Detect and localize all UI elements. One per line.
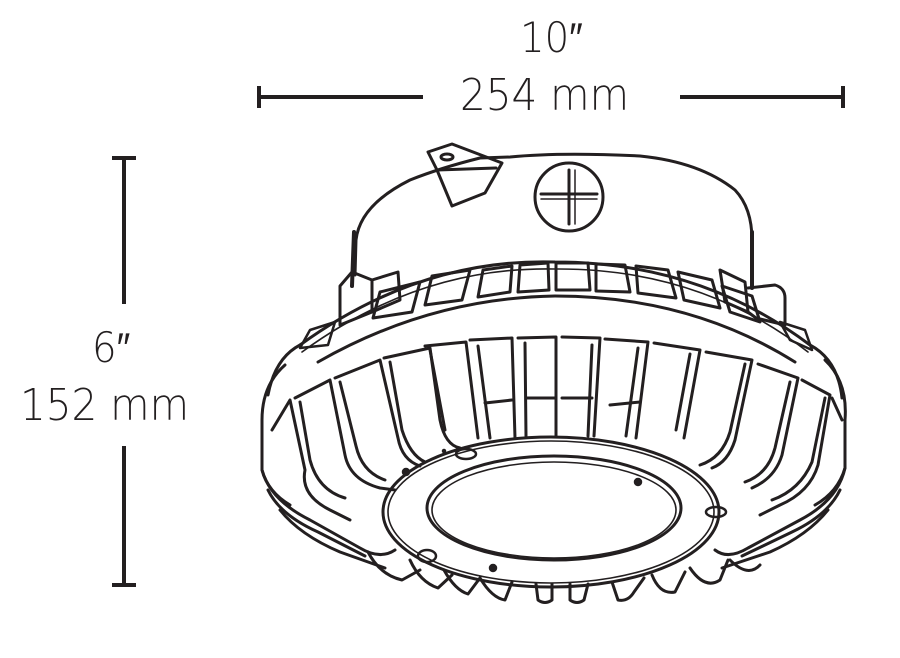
heat-sink-fins bbox=[270, 335, 844, 522]
lens bbox=[425, 454, 683, 562]
bottom-fin-tips bbox=[366, 550, 762, 604]
upper-grille bbox=[298, 261, 814, 352]
top-housing bbox=[350, 152, 754, 290]
height-dimension-line bbox=[112, 156, 136, 587]
mounting-tab bbox=[426, 142, 504, 208]
lower-fin-loops bbox=[260, 466, 847, 570]
width-metric-label: 254 mm bbox=[460, 70, 630, 121]
height-imperial-label: 6″ bbox=[92, 323, 131, 372]
mounting-holes bbox=[401, 447, 728, 573]
height-metric-label: 152 mm bbox=[20, 380, 190, 431]
width-imperial-label: 10″ bbox=[520, 13, 583, 62]
screw-cap-icon bbox=[533, 161, 605, 233]
side-lug-left bbox=[338, 270, 402, 327]
width-dimension-line bbox=[257, 86, 845, 108]
lens-ring bbox=[381, 435, 721, 589]
